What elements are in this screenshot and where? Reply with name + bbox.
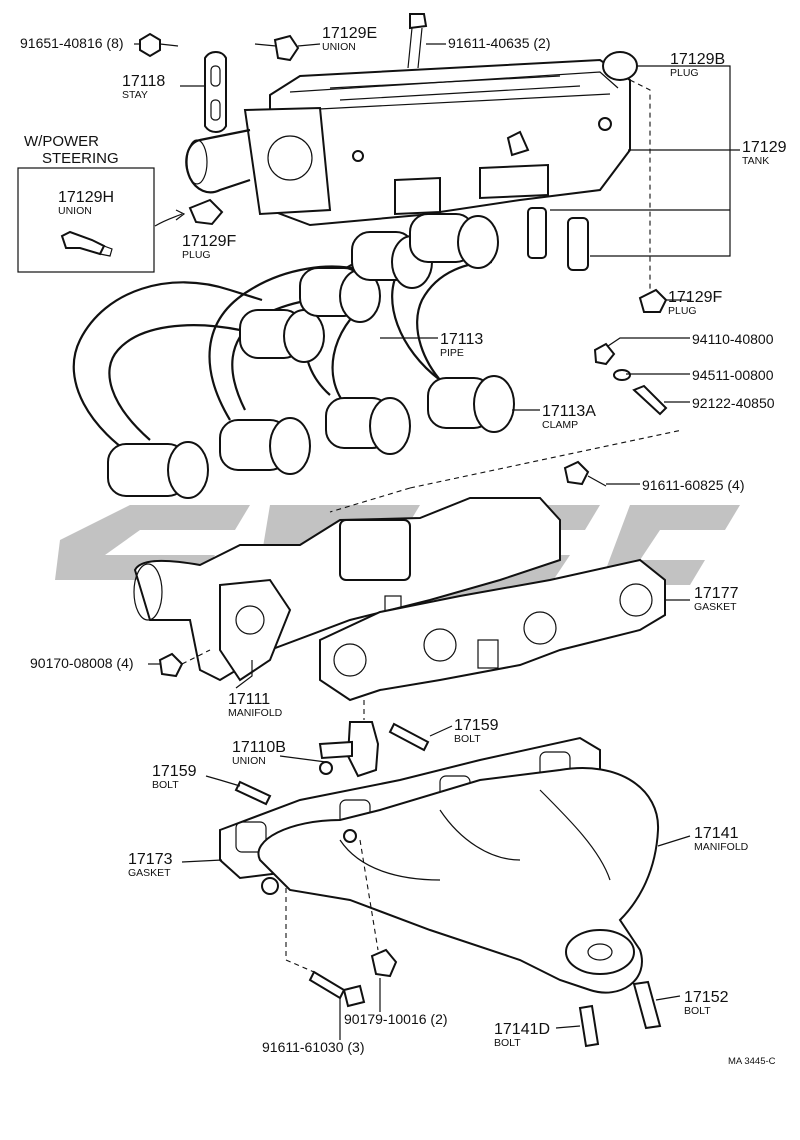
labels: 91651-40816 (8) 17129E UNION 91611-40635… bbox=[20, 25, 787, 1067]
callout-17129E-name: UNION bbox=[322, 41, 356, 53]
callout-17118-name: STAY bbox=[122, 89, 148, 101]
callout-91611-40635: 91611-40635 (2) bbox=[448, 35, 550, 51]
callout-17129-name: TANK bbox=[742, 155, 769, 167]
callout-17141: 17141 bbox=[694, 825, 739, 842]
callout-91611-60825: 91611-60825 (4) bbox=[642, 477, 744, 493]
callout-17129B: 17129B bbox=[670, 51, 725, 68]
callout-17129F-lower-name: PLUG bbox=[668, 305, 697, 317]
callout-90170-08008: 90170-08008 (4) bbox=[30, 655, 134, 671]
callout-17152-name: BOLT bbox=[684, 1005, 711, 1017]
inset-box bbox=[17, 167, 186, 273]
callout-17173: 17173 bbox=[128, 851, 173, 868]
tank-17129 bbox=[185, 58, 631, 227]
callout-94110-40800: 94110-40800 bbox=[692, 331, 774, 347]
callout-94511-00800: 94511-00800 bbox=[692, 367, 774, 383]
callout-17159-upper: 17159 bbox=[454, 717, 499, 734]
callout-17118: 17118 bbox=[122, 73, 165, 90]
callout-17141D: 17141D bbox=[494, 1021, 550, 1038]
callout-17177-name: GASKET bbox=[694, 601, 737, 613]
stay-17118 bbox=[204, 51, 227, 133]
callout-17129F-lower: 17129F bbox=[668, 289, 722, 306]
callout-17129B-name: PLUG bbox=[670, 67, 699, 79]
plug-17129B bbox=[602, 51, 638, 81]
callout-17113-name: PIPE bbox=[440, 347, 464, 359]
callout-17129F-upper-name: PLUG bbox=[182, 249, 211, 261]
callout-17129E: 17129E bbox=[322, 25, 377, 42]
callout-17159-lower-name: BOLT bbox=[152, 779, 179, 791]
callout-17111: 17111 bbox=[228, 691, 270, 708]
leader-lines bbox=[134, 43, 740, 1040]
callout-17113A: 17113A bbox=[542, 403, 596, 420]
clamps-17113A bbox=[107, 213, 515, 499]
callout-90179-10016: 90179-10016 (2) bbox=[344, 1011, 448, 1027]
inset-part-no: 17129H bbox=[58, 189, 114, 206]
inset-header-1: W/POWER bbox=[24, 133, 99, 150]
callout-17141-name: MANIFOLD bbox=[694, 841, 749, 853]
callout-17111-name: MANIFOLD bbox=[228, 707, 283, 719]
callout-91611-61030: 91611-61030 (3) bbox=[262, 1039, 364, 1055]
inset-part-name: UNION bbox=[58, 205, 92, 217]
manifold-17141 bbox=[257, 767, 660, 994]
callout-17159-upper-name: BOLT bbox=[454, 733, 481, 745]
gasket-17177 bbox=[319, 558, 666, 702]
manifold-17111 bbox=[133, 497, 561, 682]
callout-17152: 17152 bbox=[684, 989, 729, 1006]
callout-92122-40850: 92122-40850 bbox=[692, 395, 775, 411]
callout-17177: 17177 bbox=[694, 585, 739, 602]
diagram-code: MA 3445-C bbox=[728, 1056, 776, 1067]
callout-17159-lower: 17159 bbox=[152, 763, 197, 780]
callout-17110B: 17110B bbox=[232, 739, 286, 756]
callout-17110B-name: UNION bbox=[232, 755, 266, 767]
callout-17129: 17129 bbox=[742, 139, 787, 156]
callout-17141D-name: BOLT bbox=[494, 1037, 521, 1049]
callout-91651-40816: 91651-40816 (8) bbox=[20, 35, 124, 51]
callout-17113: 17113 bbox=[440, 331, 483, 348]
inset-header-2: STEERING bbox=[42, 150, 119, 167]
callout-17113A-name: CLAMP bbox=[542, 419, 578, 431]
callout-17173-name: GASKET bbox=[128, 867, 171, 879]
callout-17129F-upper: 17129F bbox=[182, 233, 236, 250]
union-17110B bbox=[318, 700, 380, 778]
